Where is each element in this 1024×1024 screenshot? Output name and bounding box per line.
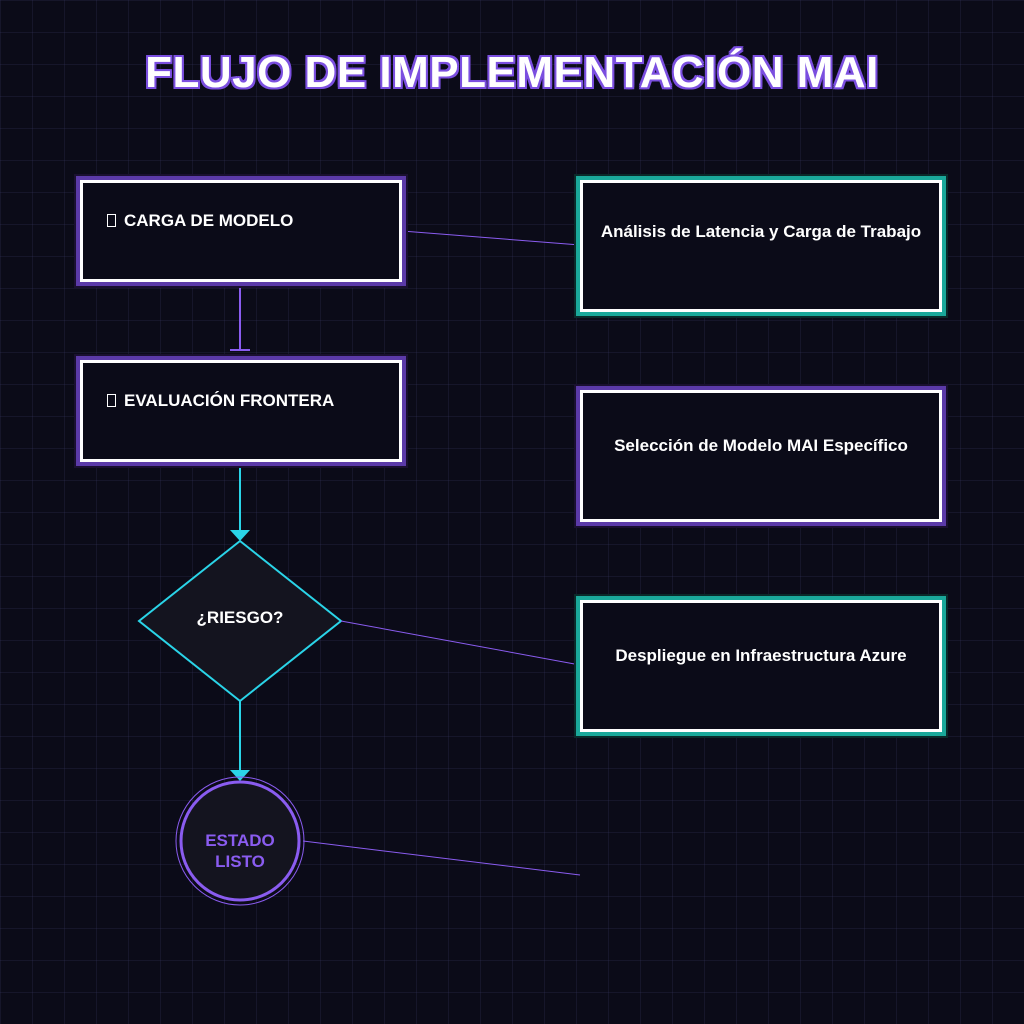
detail-despliegue-label: Despliegue en Infraestructura Azure (615, 646, 907, 665)
connector-carga-detail-1 (401, 230, 581, 246)
step-evaluacion-label-wrap: EVALUACIÓN FRONTERA (107, 391, 334, 411)
detail-analisis-label: Análisis de Latencia y Carga de Trabajo (600, 222, 922, 241)
end-node-circle (179, 780, 301, 902)
arrowhead-decision (230, 530, 250, 541)
end-node-label: ESTADO LISTO (190, 830, 290, 872)
detail-analisis-latencia: Análisis de Latencia y Carga de Trabajo (580, 180, 942, 312)
end-node-label-line2: LISTO (215, 852, 265, 871)
detail-seleccion-modelo: Selección de Modelo MAI Específico (580, 390, 942, 522)
step-carga-label: CARGA DE MODELO (124, 211, 294, 230)
connector-end-detail (302, 840, 581, 876)
decision-label: ¿RIESGO? (196, 608, 284, 627)
detail-seleccion-label: Selección de Modelo MAI Específico (614, 436, 908, 455)
box-glyph-icon (107, 214, 116, 227)
box-glyph-icon (107, 394, 116, 407)
page-title: FLUJO DE IMPLEMENTACIÓN MAI (145, 48, 879, 97)
detail-despliegue-azure: Despliegue en Infraestructura Azure (580, 600, 942, 732)
step-evaluacion-frontera: EVALUACIÓN FRONTERA (80, 360, 402, 462)
arrowhead-end (230, 770, 250, 781)
end-node-label-line1: ESTADO (205, 831, 275, 850)
step-carga-label-wrap: CARGA DE MODELO (107, 211, 293, 231)
step-carga-de-modelo: CARGA DE MODELO (80, 180, 402, 282)
step-evaluacion-label: EVALUACIÓN FRONTERA (124, 391, 335, 410)
connector-decision-detail-3 (340, 620, 581, 666)
